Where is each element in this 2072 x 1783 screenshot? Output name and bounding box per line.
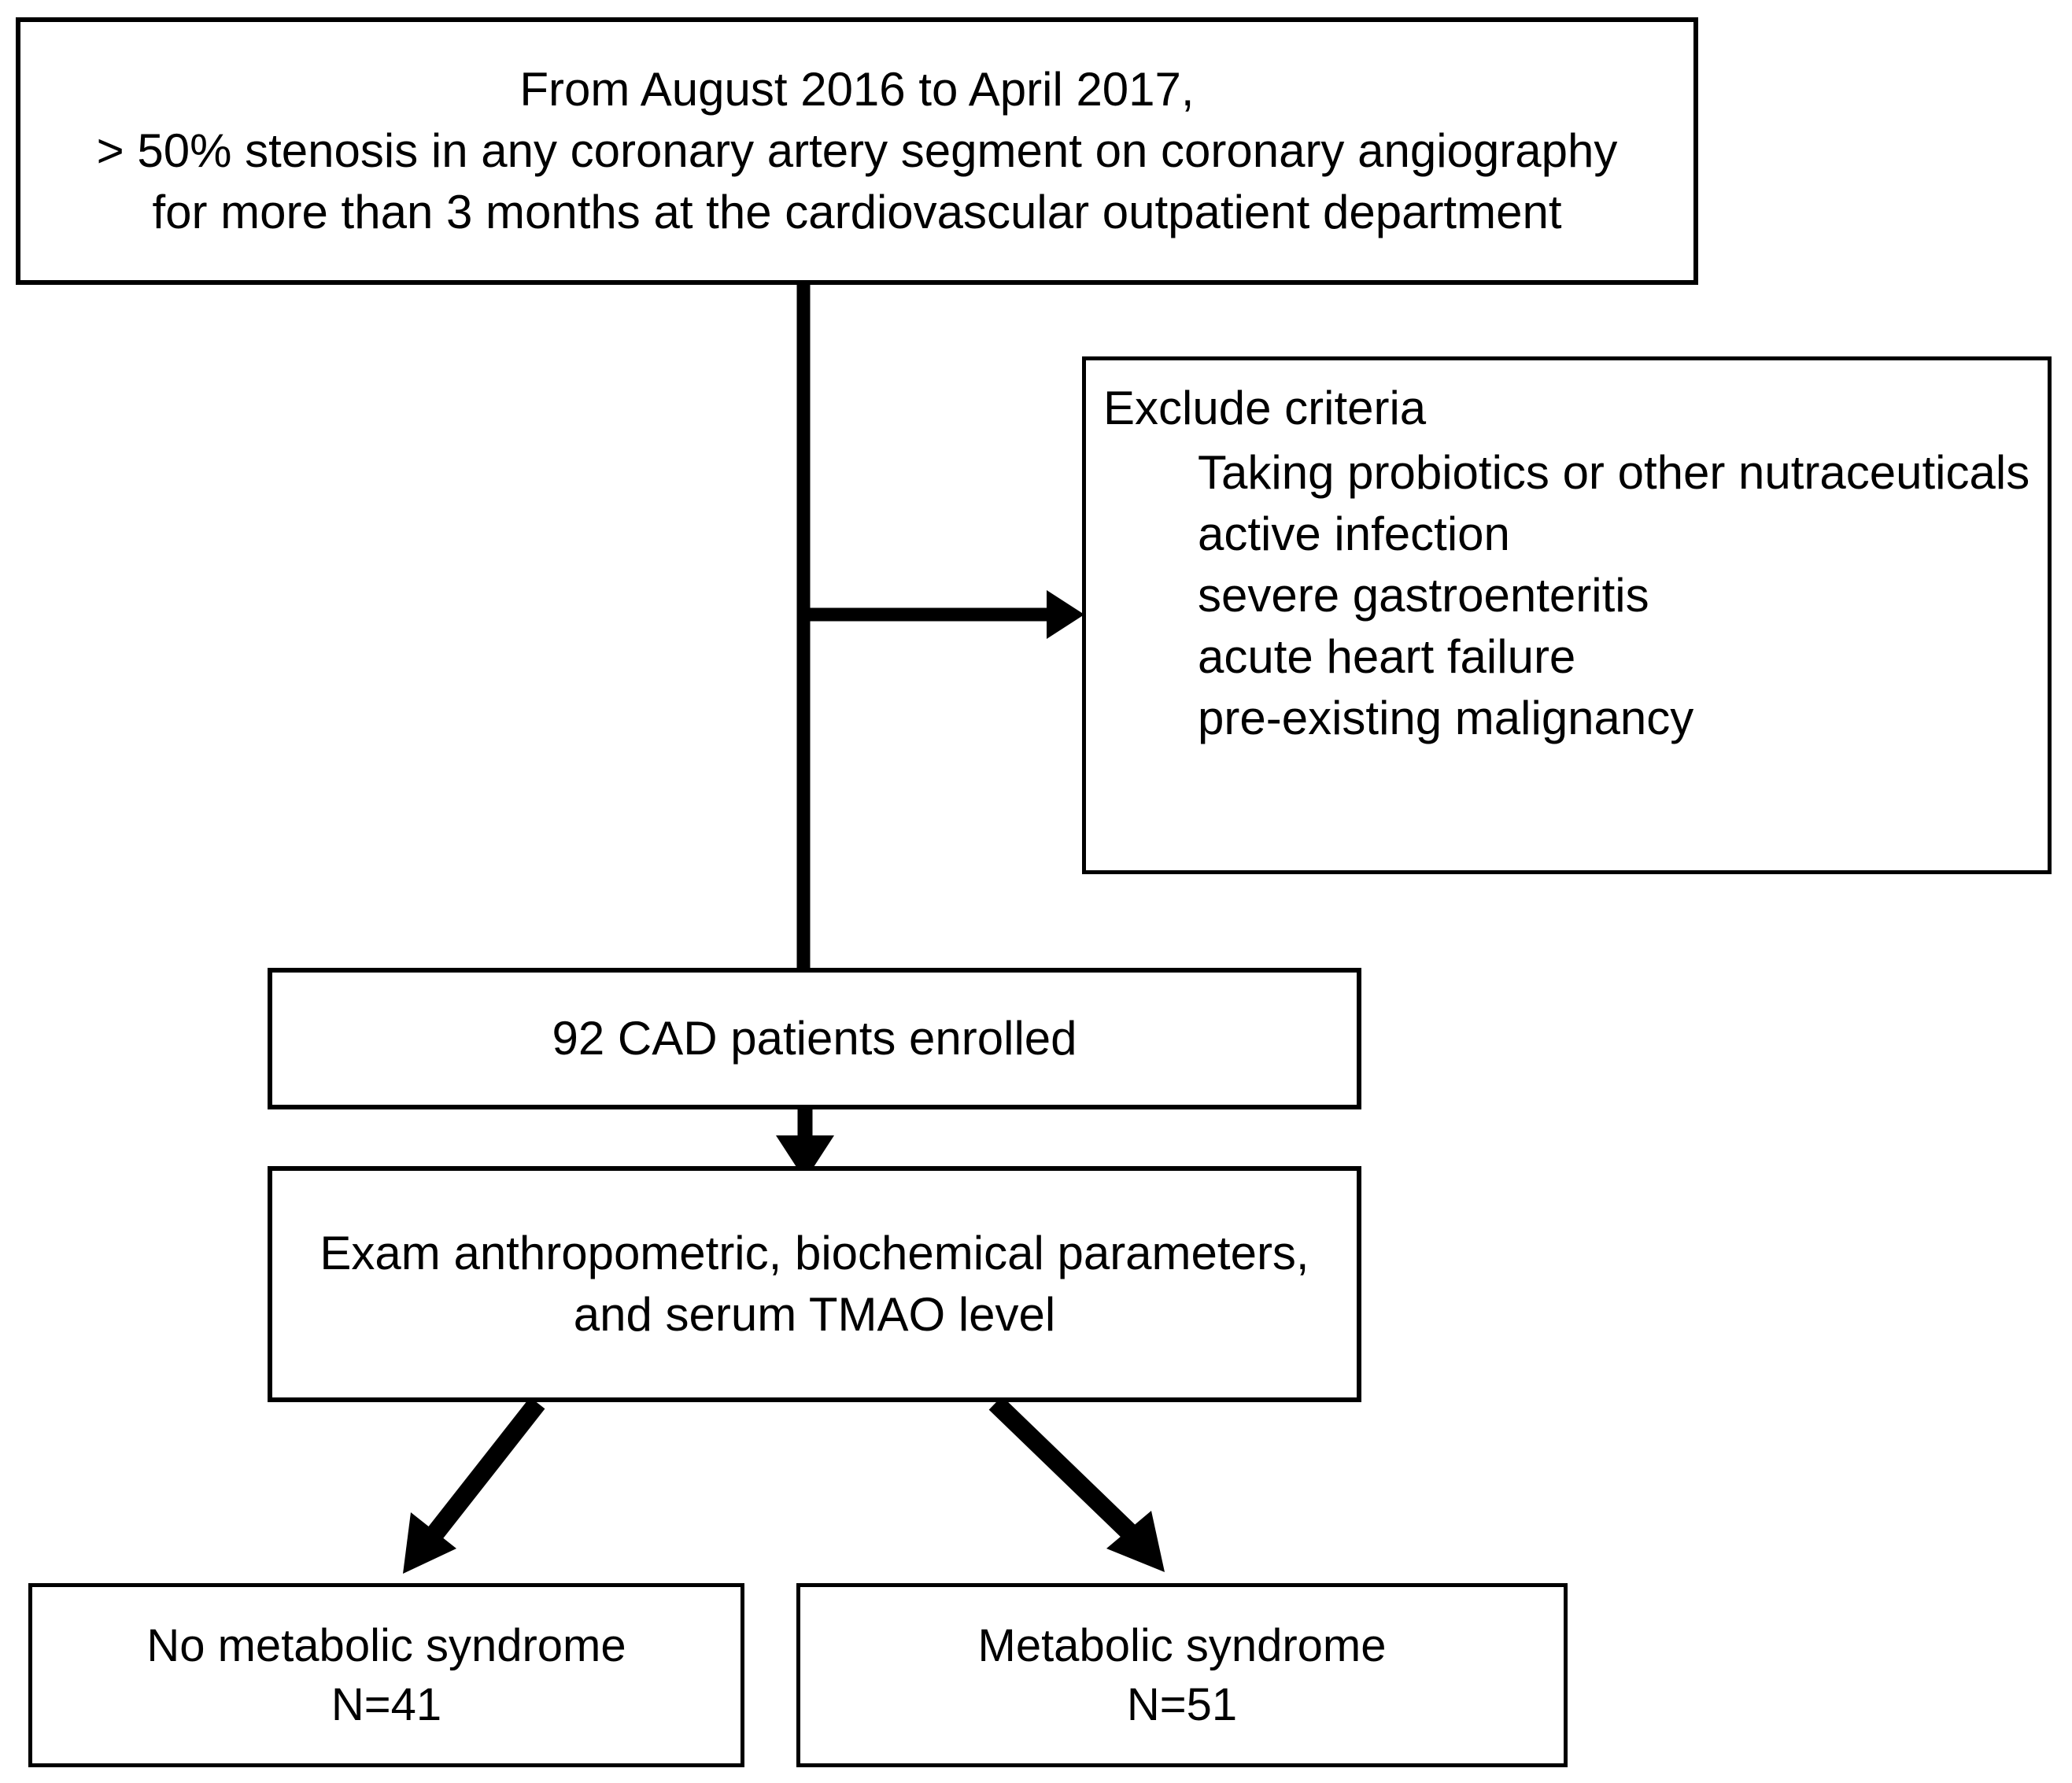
edge-exam-to-no-metabolic-syndrome-arrowhead (403, 1512, 456, 1574)
edge-inclusion-to-exclusion-arrowhead (1047, 590, 1084, 639)
node-exclude-criteria: Exclude criteria Taking probiotics or ot… (1082, 356, 2052, 874)
node-no-metabolic-syndrome: No metabolic syndrome N=41 (28, 1583, 744, 1767)
node-exam-parameters: Exam anthropometric, biochemical paramet… (268, 1166, 1361, 1402)
exam-line-1: Exam anthropometric, biochemical paramet… (319, 1227, 1309, 1279)
edge-exam-to-metabolic-syndrome-arrowhead (1106, 1511, 1165, 1572)
patients-enrolled-label: 92 CAD patients enrolled (552, 1012, 1077, 1065)
exclude-criteria-item-2: active infection (1198, 508, 1510, 560)
exam-line-2: and serum TMAO level (573, 1288, 1056, 1341)
exclude-criteria-heading: Exclude criteria (1103, 382, 1427, 434)
metabolic-syndrome-count: N=51 (1126, 1679, 1238, 1730)
inclusion-line-1: From August 2016 to April 2017, (519, 63, 1195, 116)
exclude-criteria-item-3: severe gastroenteritis (1198, 569, 1649, 622)
node-patients-enrolled: 92 CAD patients enrolled (268, 968, 1361, 1109)
metabolic-syndrome-label: Metabolic syndrome (977, 1619, 1387, 1671)
exclude-criteria-item-5: pre-existing malignancy (1198, 692, 1694, 744)
edge-exam-to-no-metabolic-syndrome-shaft (423, 1397, 545, 1545)
no-metabolic-syndrome-label: No metabolic syndrome (146, 1619, 626, 1671)
exclude-criteria-item-4: acute heart failure (1198, 630, 1576, 683)
edge-exam-to-metabolic-syndrome-shaft (988, 1396, 1140, 1543)
node-metabolic-syndrome: Metabolic syndrome N=51 (796, 1583, 1568, 1767)
node-inclusion-criteria: From August 2016 to April 2017, > 50% st… (16, 17, 1698, 285)
inclusion-line-3: for more than 3 months at the cardiovasc… (152, 186, 1562, 238)
no-metabolic-syndrome-count: N=41 (331, 1679, 442, 1730)
exclude-criteria-item-1: Taking probiotics or other nutraceutical… (1198, 446, 2030, 499)
inclusion-line-2: > 50% stenosis in any coronary artery se… (96, 124, 1618, 177)
